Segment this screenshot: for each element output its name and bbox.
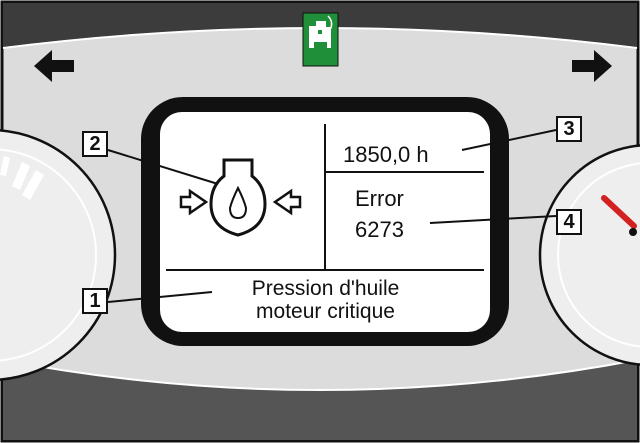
callout-1: 1 xyxy=(82,288,108,314)
amazone-logo xyxy=(302,12,339,67)
arrow-left-icon xyxy=(34,50,74,82)
error-code: 6273 xyxy=(355,217,404,242)
gauge-needle xyxy=(601,195,637,229)
bottom-band xyxy=(3,360,637,440)
callout-2: 2 xyxy=(82,131,108,157)
operating-hours: 1850,0 h xyxy=(343,142,429,167)
right-gauge xyxy=(538,144,640,366)
callout-4: 4 xyxy=(556,209,582,235)
arrow-right-icon xyxy=(572,50,612,82)
error-label: Error xyxy=(355,186,404,211)
callout-3: 3 xyxy=(556,116,582,142)
message-line-1: Pression d'huile xyxy=(251,277,400,300)
warning-message: Pression d'huile moteur critique xyxy=(168,277,483,323)
message-line-2: moteur critique xyxy=(256,300,395,323)
left-gauge xyxy=(0,129,117,381)
engine-oil-pressure-icon xyxy=(179,158,302,237)
